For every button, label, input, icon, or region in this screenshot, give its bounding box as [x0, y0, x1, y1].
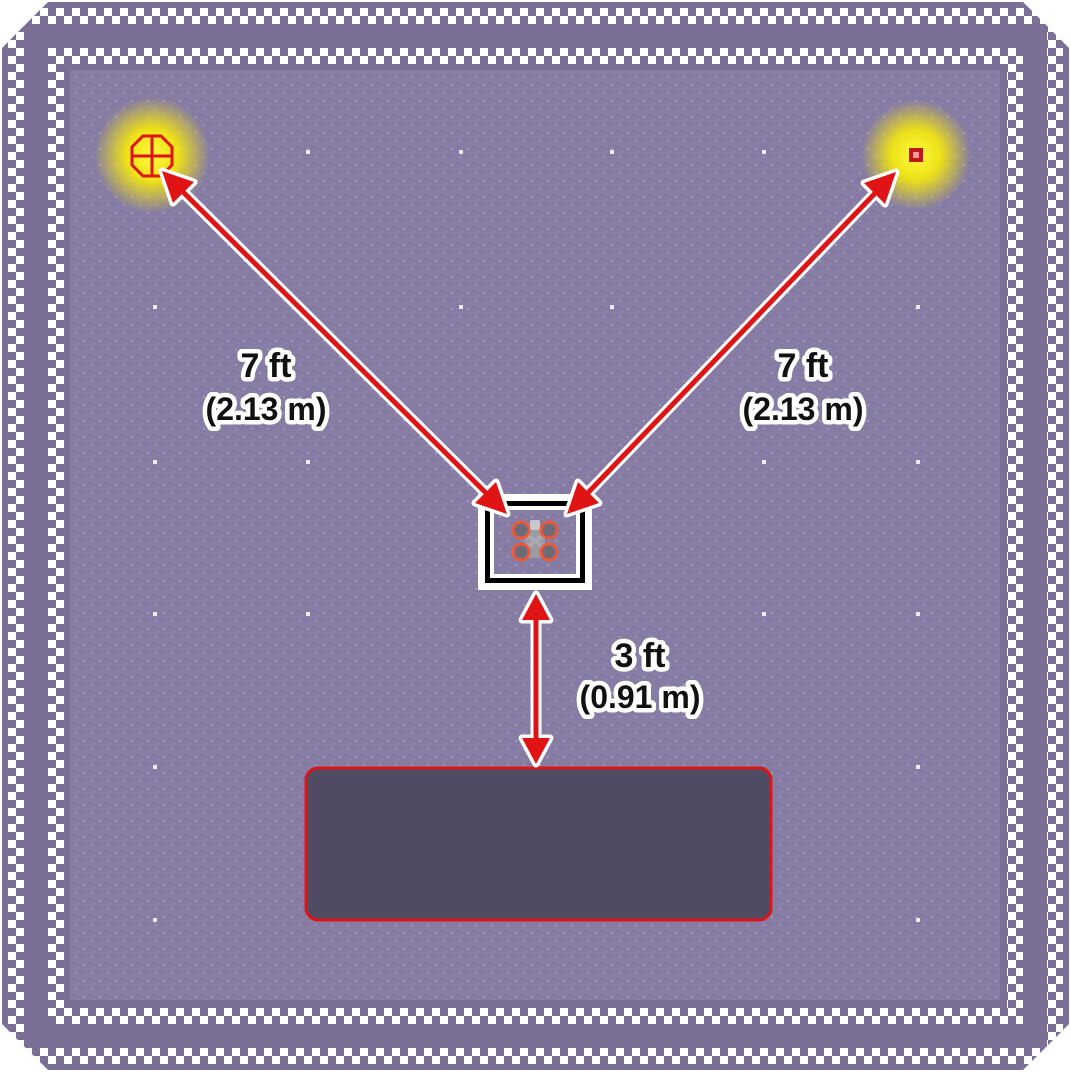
- left-distance-label: 7 ft (2.13 m): [201, 343, 331, 432]
- bottom-distance-arrow: [518, 590, 554, 768]
- left-distance-meters: (2.13 m): [206, 391, 327, 427]
- right-distance-feet: 7 ft: [778, 347, 829, 385]
- small-square-target-icon: [909, 148, 923, 162]
- bottom-distance-meters: (0.91 m): [580, 679, 701, 715]
- left-distance-feet: 7 ft: [241, 347, 292, 385]
- landing-zone-frame: [478, 494, 592, 590]
- bottom-distance-feet: 3 ft: [615, 637, 666, 675]
- bottom-distance-label: 3 ft (0.91 m): [575, 633, 705, 720]
- right-distance-label: 7 ft (2.13 m): [738, 343, 868, 432]
- right-distance-arrow: [563, 168, 900, 518]
- right-distance-meters: (2.13 m): [743, 391, 864, 427]
- floor-markers: [153, 150, 920, 922]
- desk-obstacle: [304, 766, 773, 922]
- left-distance-arrow: [158, 167, 511, 518]
- quadcopter-drone-icon: [511, 520, 559, 562]
- distance-arrows: [158, 167, 900, 768]
